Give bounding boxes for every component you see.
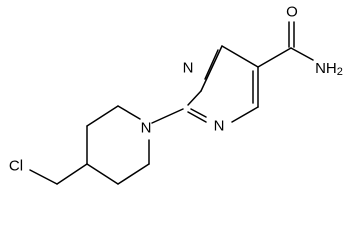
- chlorine-label: Cl: [9, 158, 23, 175]
- bond-pyr-n3-c4: [200, 45, 223, 92]
- bond-pyr-c6-n1: [231, 106, 259, 123]
- pyrimidine-nitrogen-lower-label: N: [214, 118, 225, 135]
- chemical-structure: O NH2 N N N Cl: [8, 3, 343, 185]
- bond-pyr-to-piperidine-n: [151, 108, 184, 124]
- structure-drawing: O NH2 N N N Cl: [9, 4, 343, 185]
- bond-pip-c2-c3: [86, 105, 119, 127]
- bond-pyr-n3-c4-double: [204, 49, 219, 80]
- oxygen-label: O: [286, 4, 298, 21]
- bond-pyr-n1-c2-double: [190, 108, 207, 118]
- piperidine-nitrogen-label: N: [141, 120, 152, 137]
- bond-ring-to-carbonyl: [257, 47, 292, 68]
- bond-pyr-n1-c2: [187, 111, 207, 123]
- bond-pip-c5-c6: [117, 163, 150, 185]
- amide-nitrogen-label: NH2: [315, 60, 343, 79]
- bond-ch2-to-cl: [29, 169, 58, 185]
- bond-carbonyl-to-amide-n: [290, 47, 314, 61]
- bond-pyr-c4-c5: [221, 45, 259, 68]
- bond-pip-c4-c5: [86, 163, 119, 185]
- pyrimidine-nitrogen-upper-label: N: [183, 60, 194, 77]
- bond-pip-to-ch2: [56, 163, 88, 185]
- bond-pip-n-c2: [117, 105, 141, 120]
- bond-pyr-c2-n3: [187, 90, 202, 106]
